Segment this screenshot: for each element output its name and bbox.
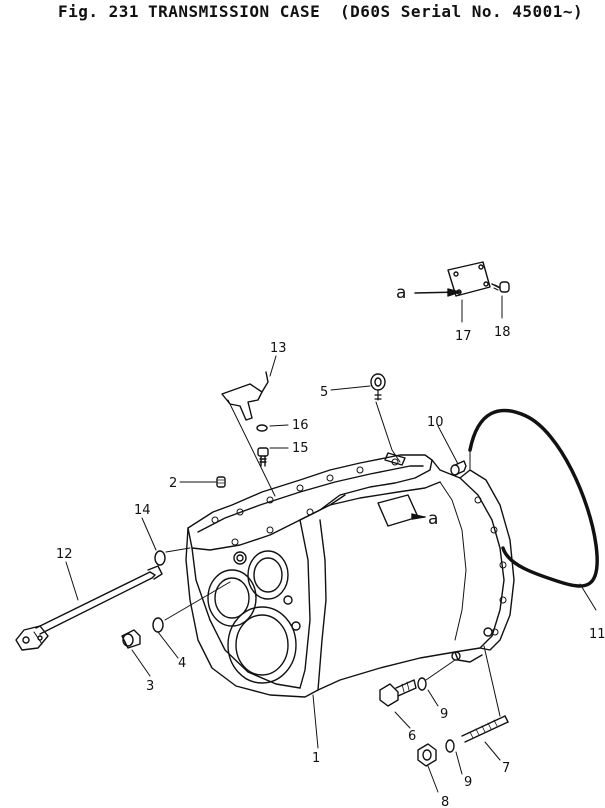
case-cover-plate xyxy=(377,494,426,527)
callout-10: 10 xyxy=(427,415,444,430)
figure-header: Fig. 231 TRANSMISSION CASE (D60S Serial … xyxy=(0,0,605,24)
ref-arrow-top xyxy=(414,288,461,297)
leader-lines xyxy=(65,295,597,793)
shaft-12 xyxy=(15,565,163,651)
callout-15: 15 xyxy=(292,441,309,456)
callout-14: 14 xyxy=(134,503,151,518)
callout-1: 1 xyxy=(312,751,320,766)
stud-7 xyxy=(461,645,509,743)
plug-3 xyxy=(121,629,141,649)
bolt-18 xyxy=(491,281,510,293)
ref-marker-top: a xyxy=(396,283,406,303)
callout-8: 8 xyxy=(441,795,449,808)
callout-3: 3 xyxy=(146,679,154,694)
callout-11: 11 xyxy=(589,627,605,642)
callout-9-upper: 9 xyxy=(440,707,448,722)
callout-12: 12 xyxy=(56,547,73,562)
eye-bolt-5 xyxy=(370,373,406,466)
dowel-pin-10 xyxy=(450,460,467,476)
callout-18: 18 xyxy=(494,325,511,340)
serial-note: (D60S Serial No. 45001~) xyxy=(340,2,584,21)
callout-2: 2 xyxy=(169,476,177,491)
nut-8 xyxy=(417,743,437,767)
plug-2 xyxy=(216,476,226,488)
washer-9-lower xyxy=(445,739,455,753)
seal-ring-11 xyxy=(468,408,599,588)
o-ring-14 xyxy=(154,547,191,566)
washer-16 xyxy=(256,424,268,432)
callout-13: 13 xyxy=(270,341,287,356)
callout-5: 5 xyxy=(320,385,328,400)
callout-16: 16 xyxy=(292,418,309,433)
ref-marker-case: a xyxy=(428,509,438,529)
bolt-15 xyxy=(257,447,269,467)
callout-17: 17 xyxy=(455,329,472,344)
transmission-case-body xyxy=(185,454,515,698)
washer-9-upper xyxy=(417,659,456,691)
figure-title: TRANSMISSION CASE xyxy=(148,2,321,21)
bracket-13 xyxy=(221,371,276,497)
callout-9-lower: 9 xyxy=(464,775,472,790)
figure-number: Fig. 231 xyxy=(58,2,140,21)
callout-7: 7 xyxy=(502,761,510,776)
cover-plate-17 xyxy=(447,261,491,297)
bolt-6 xyxy=(379,679,417,707)
callout-6: 6 xyxy=(408,729,416,744)
callout-4: 4 xyxy=(178,656,186,671)
